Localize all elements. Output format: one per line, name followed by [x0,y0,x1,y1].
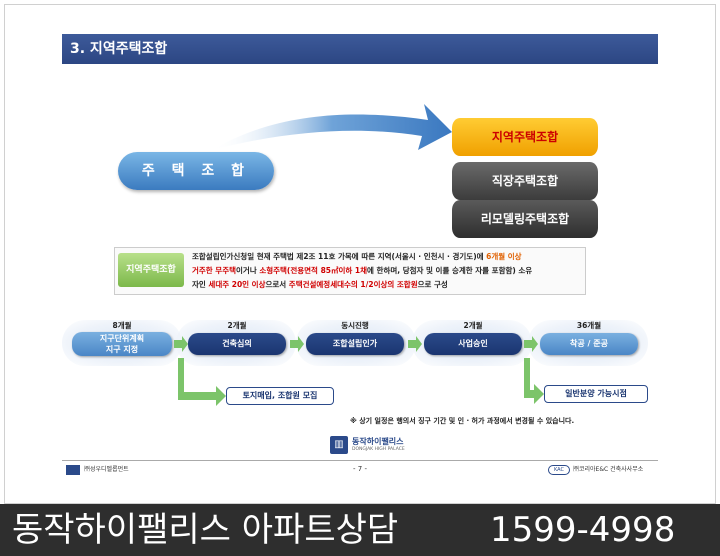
eligibility-box [114,247,586,295]
stack-layer-regional: 지역주택조합 [452,118,598,156]
step-district-plan: 지구단위계획 지구 지정 [72,332,172,356]
contact-banner: 동작하이팰리스 아파트상담 1599-4998 [0,504,720,556]
general-sale-box: 일반분양 가능시점 [544,385,648,403]
eligibility-text-part: 이거나 [236,266,260,275]
housing-coop-pill: 주 택 조 합 [118,152,274,190]
center-logo-sub: DONGJAK HIGH PALACE [352,447,405,452]
footer-company: ㈜성우디벨롭먼트 [84,466,129,473]
eligibility-text-part: 6개월 이상 [486,252,522,261]
step-duration: 2개월 [227,321,247,330]
slide-title: 3. 지역주택조합 [62,34,658,64]
step-duration: 2개월 [463,321,483,330]
down-right-arrow-icon [524,358,544,404]
eligibility-label: 지역주택조합 [118,253,184,287]
land-purchase-box: 토지매입, 조합원 모집 [226,387,334,405]
schedule-footnote: ※ 상기 일정은 행의서 징구 기간 및 인 · 허가 과정에서 변경될 수 있… [350,417,575,425]
right-arrow-icon [174,336,188,352]
company-logo-icon [66,464,80,475]
eligibility-line: 거주한 무주택이거나 소형주택(전용면적 85㎡이하 1채에 한하며, 당첨자 … [192,264,586,278]
stack-layer-workplace: 직장주택조합 [452,162,598,200]
right-arrow-icon [524,336,538,352]
right-arrow-icon [408,336,422,352]
eligibility-text-part: 주택건설예정세대수의 1/2이상의 조합원 [288,280,418,289]
step-label: 지구 지정 [105,345,139,354]
banner-phone: 1599-4998 [490,510,676,550]
down-right-arrow-icon [178,358,226,406]
banner-name: 동작하이팰리스 아파트상담 [12,510,399,550]
step-construction: 착공 / 준공 [540,333,638,355]
eligibility-text-part: 에 한하며, 당첨자 및 이를 승계한 자를 포함함) 소유 [367,266,533,275]
eligibility-text-part: 소형주택(전용면적 85㎡이하 1채 [259,266,368,275]
eligibility-text-part: 거주한 무주택 [192,266,237,275]
eligibility-text-part: 세대주 20인 이상 [208,280,266,289]
page-number: - 7 - [353,465,367,473]
kac-logo-icon: KAC [548,464,570,475]
stack-layer-remodeling: 리모델링주택조합 [452,200,598,238]
step-label: 지구단위계획 [99,334,145,343]
eligibility-line: 자인 세대주 20인 이상으로서 주택건설예정세대수의 1/2이상의 조합원으로… [192,278,586,292]
footer-left: ㈜성우디벨롭먼트 [66,464,129,475]
eligibility-text-part: 조합설립인가신청일 현재 주택법 제2조 11호 가목에 따른 지역(서울시 ·… [192,252,487,261]
center-logo-name: 동작하이팰리스 [352,437,404,446]
step-duration: 36개월 [576,321,602,330]
eligibility-line: 조합설립인가신청일 현재 주택법 제2조 11호 가목에 따른 지역(서울시 ·… [192,250,586,264]
step-coop-approval: 조합설립인가 [306,333,404,355]
eligibility-text: 조합설립인가신청일 현재 주택법 제2조 11호 가목에 따른 지역(서울시 ·… [192,250,586,292]
center-logo: ▥ 동작하이팰리스 DONGJAK HIGH PALACE [330,436,414,456]
footer-divider [62,460,658,461]
right-arrow-icon [290,336,304,352]
eligibility-text-part: 으로 구성 [417,280,448,289]
footer-right: KAC㈜코리아E&C 건축사사무소 [548,464,643,475]
step-duration: 동시진행 [341,321,369,330]
footer-architect: ㈜코리아E&C 건축사사무소 [573,466,644,473]
step-duration: 8개월 [112,321,132,330]
step-building-review: 건축심의 [188,333,286,355]
building-logo-icon: ▥ [330,436,348,454]
step-project-approval: 사업승인 [424,333,522,355]
eligibility-text-part: 자인 [192,280,209,289]
eligibility-text-part: 으로서 [265,280,289,289]
